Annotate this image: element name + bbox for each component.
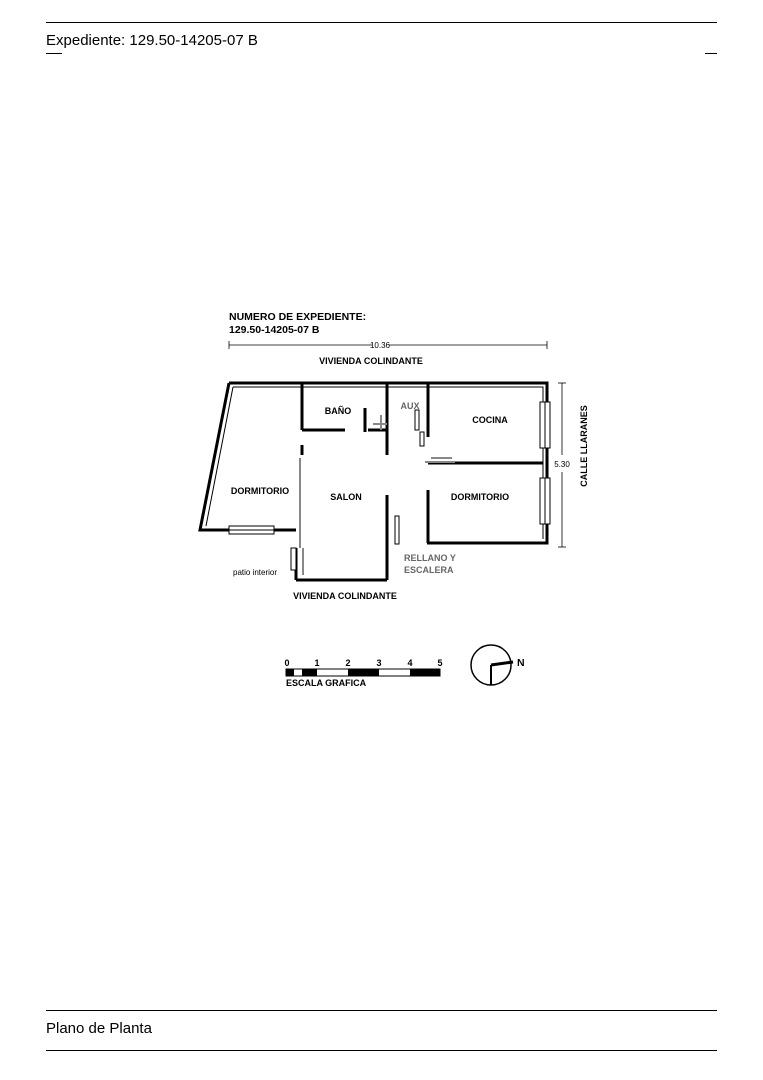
footer-caption: Plano de Planta bbox=[46, 1020, 152, 1037]
window-patio bbox=[228, 525, 275, 535]
room-patio: patio interior bbox=[233, 568, 277, 577]
plan-heading-line2: 129.50-14205-07 B bbox=[229, 324, 320, 336]
scale-ticks: 0 1 2 3 4 5 bbox=[284, 658, 442, 668]
scale-label: ESCALA GRAFICA bbox=[286, 678, 367, 688]
neighbor-top-label: VIVIENDA COLINDANTE bbox=[319, 356, 423, 366]
room-bano: BAÑO bbox=[325, 406, 352, 416]
footer-bottom-rule bbox=[46, 1050, 717, 1051]
door-marks bbox=[290, 409, 425, 571]
north-arrow-icon bbox=[470, 644, 514, 686]
neighbor-bottom-label: VIVIENDA COLINDANTE bbox=[293, 591, 397, 601]
room-aux: AUX bbox=[400, 401, 419, 411]
north-label: N bbox=[517, 657, 525, 669]
scale-tick-1: 1 bbox=[314, 658, 319, 668]
expediente-header: Expediente: 129.50-14205-07 B bbox=[46, 32, 258, 49]
header-right-tick bbox=[705, 53, 717, 54]
scale-tick-3: 3 bbox=[376, 658, 381, 668]
width-dimension-label: 10.36 bbox=[370, 341, 391, 350]
interior-walls-thin bbox=[299, 415, 455, 575]
depth-dimension bbox=[558, 382, 566, 548]
room-salon: SALON bbox=[330, 492, 362, 502]
room-rellano-line1: RELLANO Y bbox=[404, 553, 456, 563]
scale-bar bbox=[285, 668, 441, 677]
header-top-rule bbox=[46, 22, 717, 23]
width-dimension bbox=[228, 341, 548, 349]
plan-heading-line1: NUMERO DE EXPEDIENTE: bbox=[229, 311, 366, 323]
window-right-bottom bbox=[539, 477, 551, 525]
room-rellano-line2: ESCALERA bbox=[404, 565, 454, 575]
depth-dimension-label: 5.30 bbox=[554, 460, 570, 469]
scale-tick-5: 5 bbox=[437, 658, 442, 668]
scale-tick-0: 0 bbox=[284, 658, 289, 668]
scale-tick-4: 4 bbox=[407, 658, 412, 668]
room-dormitorio-right: DORMITORIO bbox=[451, 492, 509, 502]
scale-tick-2: 2 bbox=[345, 658, 350, 668]
footer-top-rule bbox=[46, 1010, 717, 1011]
room-dormitorio-left: DORMITORIO bbox=[231, 486, 289, 496]
street-label: CALLE LLARANES bbox=[579, 405, 589, 487]
room-cocina: COCINA bbox=[472, 415, 508, 425]
window-right-top bbox=[539, 401, 551, 449]
header-left-tick bbox=[46, 53, 62, 54]
